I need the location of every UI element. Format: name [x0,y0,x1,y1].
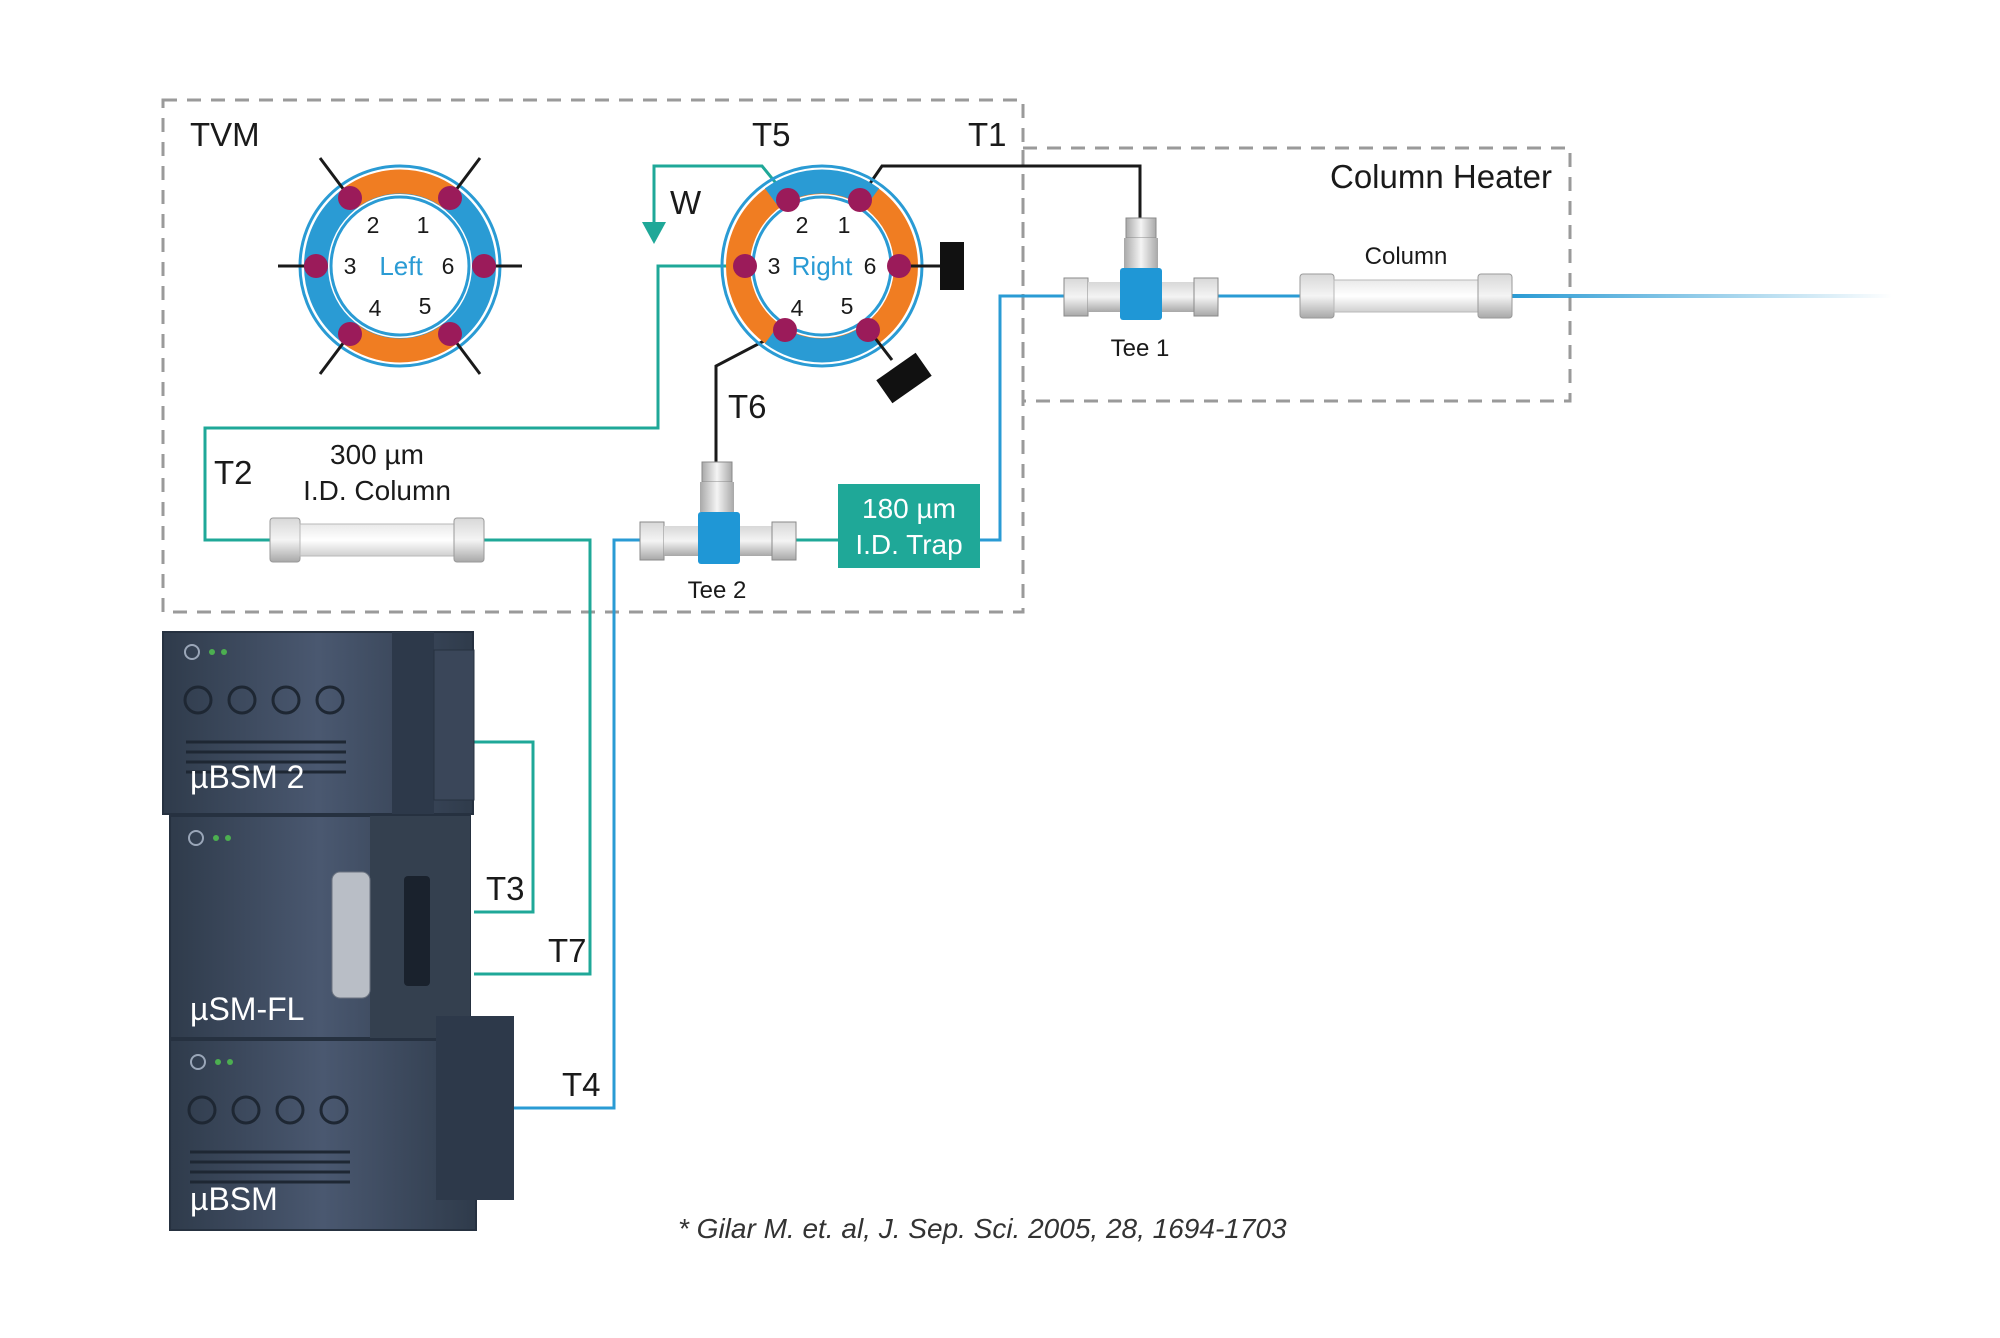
right-valve[interactable]: 2 1 3 6 4 5 Right [720,164,964,404]
tubing-t1 [858,164,1142,218]
tubing-t6 [714,328,786,462]
right-valve-port-4 [773,318,797,342]
right-port-label-1: 1 [838,212,851,238]
module-label-ubsm: µBSM [190,1181,278,1217]
id-column-label-1: 300 µm [330,439,424,470]
module-usm-fl[interactable] [169,815,471,1039]
tubing-t2 [203,264,745,542]
left-valve-port-6 [472,254,496,278]
left-port-label-5: 5 [419,293,432,319]
left-valve-name: Left [379,251,423,281]
tee-1-label: Tee 1 [1111,335,1170,362]
tee-1[interactable] [1063,217,1219,320]
label-t2: T2 [214,454,253,491]
label-w: W [670,184,702,221]
column[interactable] [1299,273,1513,319]
left-valve-port-4 [338,322,362,346]
column-heater-box [1021,146,1572,403]
column-heater-title: Column Heater [1330,158,1552,195]
instrument-stack: µBSM 2 µSM-FL µBSM [162,631,514,1231]
plug-port-5-icon [876,352,932,404]
tubing-t3 [474,740,535,914]
tubing-trap-tee1 [980,294,1064,542]
right-port-label-3: 3 [768,253,781,279]
right-valve-port-6 [887,254,911,278]
left-valve-port-1 [438,186,462,210]
module-ubsm[interactable] [169,1016,514,1231]
id-trap[interactable] [838,484,980,568]
right-valve-port-3 [733,254,757,278]
right-port-label-2: 2 [796,212,809,238]
id-column-300[interactable] [269,517,485,563]
left-valve[interactable]: 2 1 3 6 4 5 Left [278,157,522,375]
label-t3: T3 [486,870,525,907]
trap-label-1: 180 µm [862,493,956,524]
right-port-label-6: 6 [864,253,877,279]
left-valve-port-2 [338,186,362,210]
right-valve-port-2 [776,188,800,212]
left-valve-port-3 [304,254,328,278]
left-port-label-3: 3 [344,253,357,279]
tvm-title: TVM [190,116,260,153]
left-port-label-6: 6 [442,253,455,279]
right-valve-port-5 [856,318,880,342]
right-valve-port-1 [848,188,872,212]
waste-arrow-icon [642,222,666,244]
label-t4: T4 [562,1066,601,1103]
right-port-label-5: 5 [841,293,854,319]
citation: * Gilar M. et. al, J. Sep. Sci. 2005, 28… [678,1213,1287,1244]
trap-label-2: I.D. Trap [855,529,962,560]
tee-2-label: Tee 2 [688,577,747,604]
tubing-t7 [474,538,592,976]
label-t1: T1 [968,116,1007,153]
id-column-label-2: I.D. Column [303,475,451,506]
module-label-usm-fl: µSM-FL [190,991,304,1027]
module-label-ubsm2: µBSM 2 [190,759,304,795]
right-port-label-4: 4 [791,295,804,321]
column-outlet-line [1512,294,1892,298]
left-port-label-1: 1 [417,212,430,238]
label-t7: T7 [548,932,587,969]
plug-port-6-icon [940,242,964,290]
label-t5: T5 [752,116,791,153]
tubing-t4 [512,538,640,1110]
module-ubsm2[interactable] [162,631,475,815]
label-t6: T6 [728,388,767,425]
left-valve-port-5 [438,322,462,346]
tee-2[interactable] [639,461,797,564]
left-port-label-4: 4 [369,295,382,321]
left-port-label-2: 2 [367,212,380,238]
column-label: Column [1365,243,1448,270]
right-valve-name: Right [792,251,853,281]
